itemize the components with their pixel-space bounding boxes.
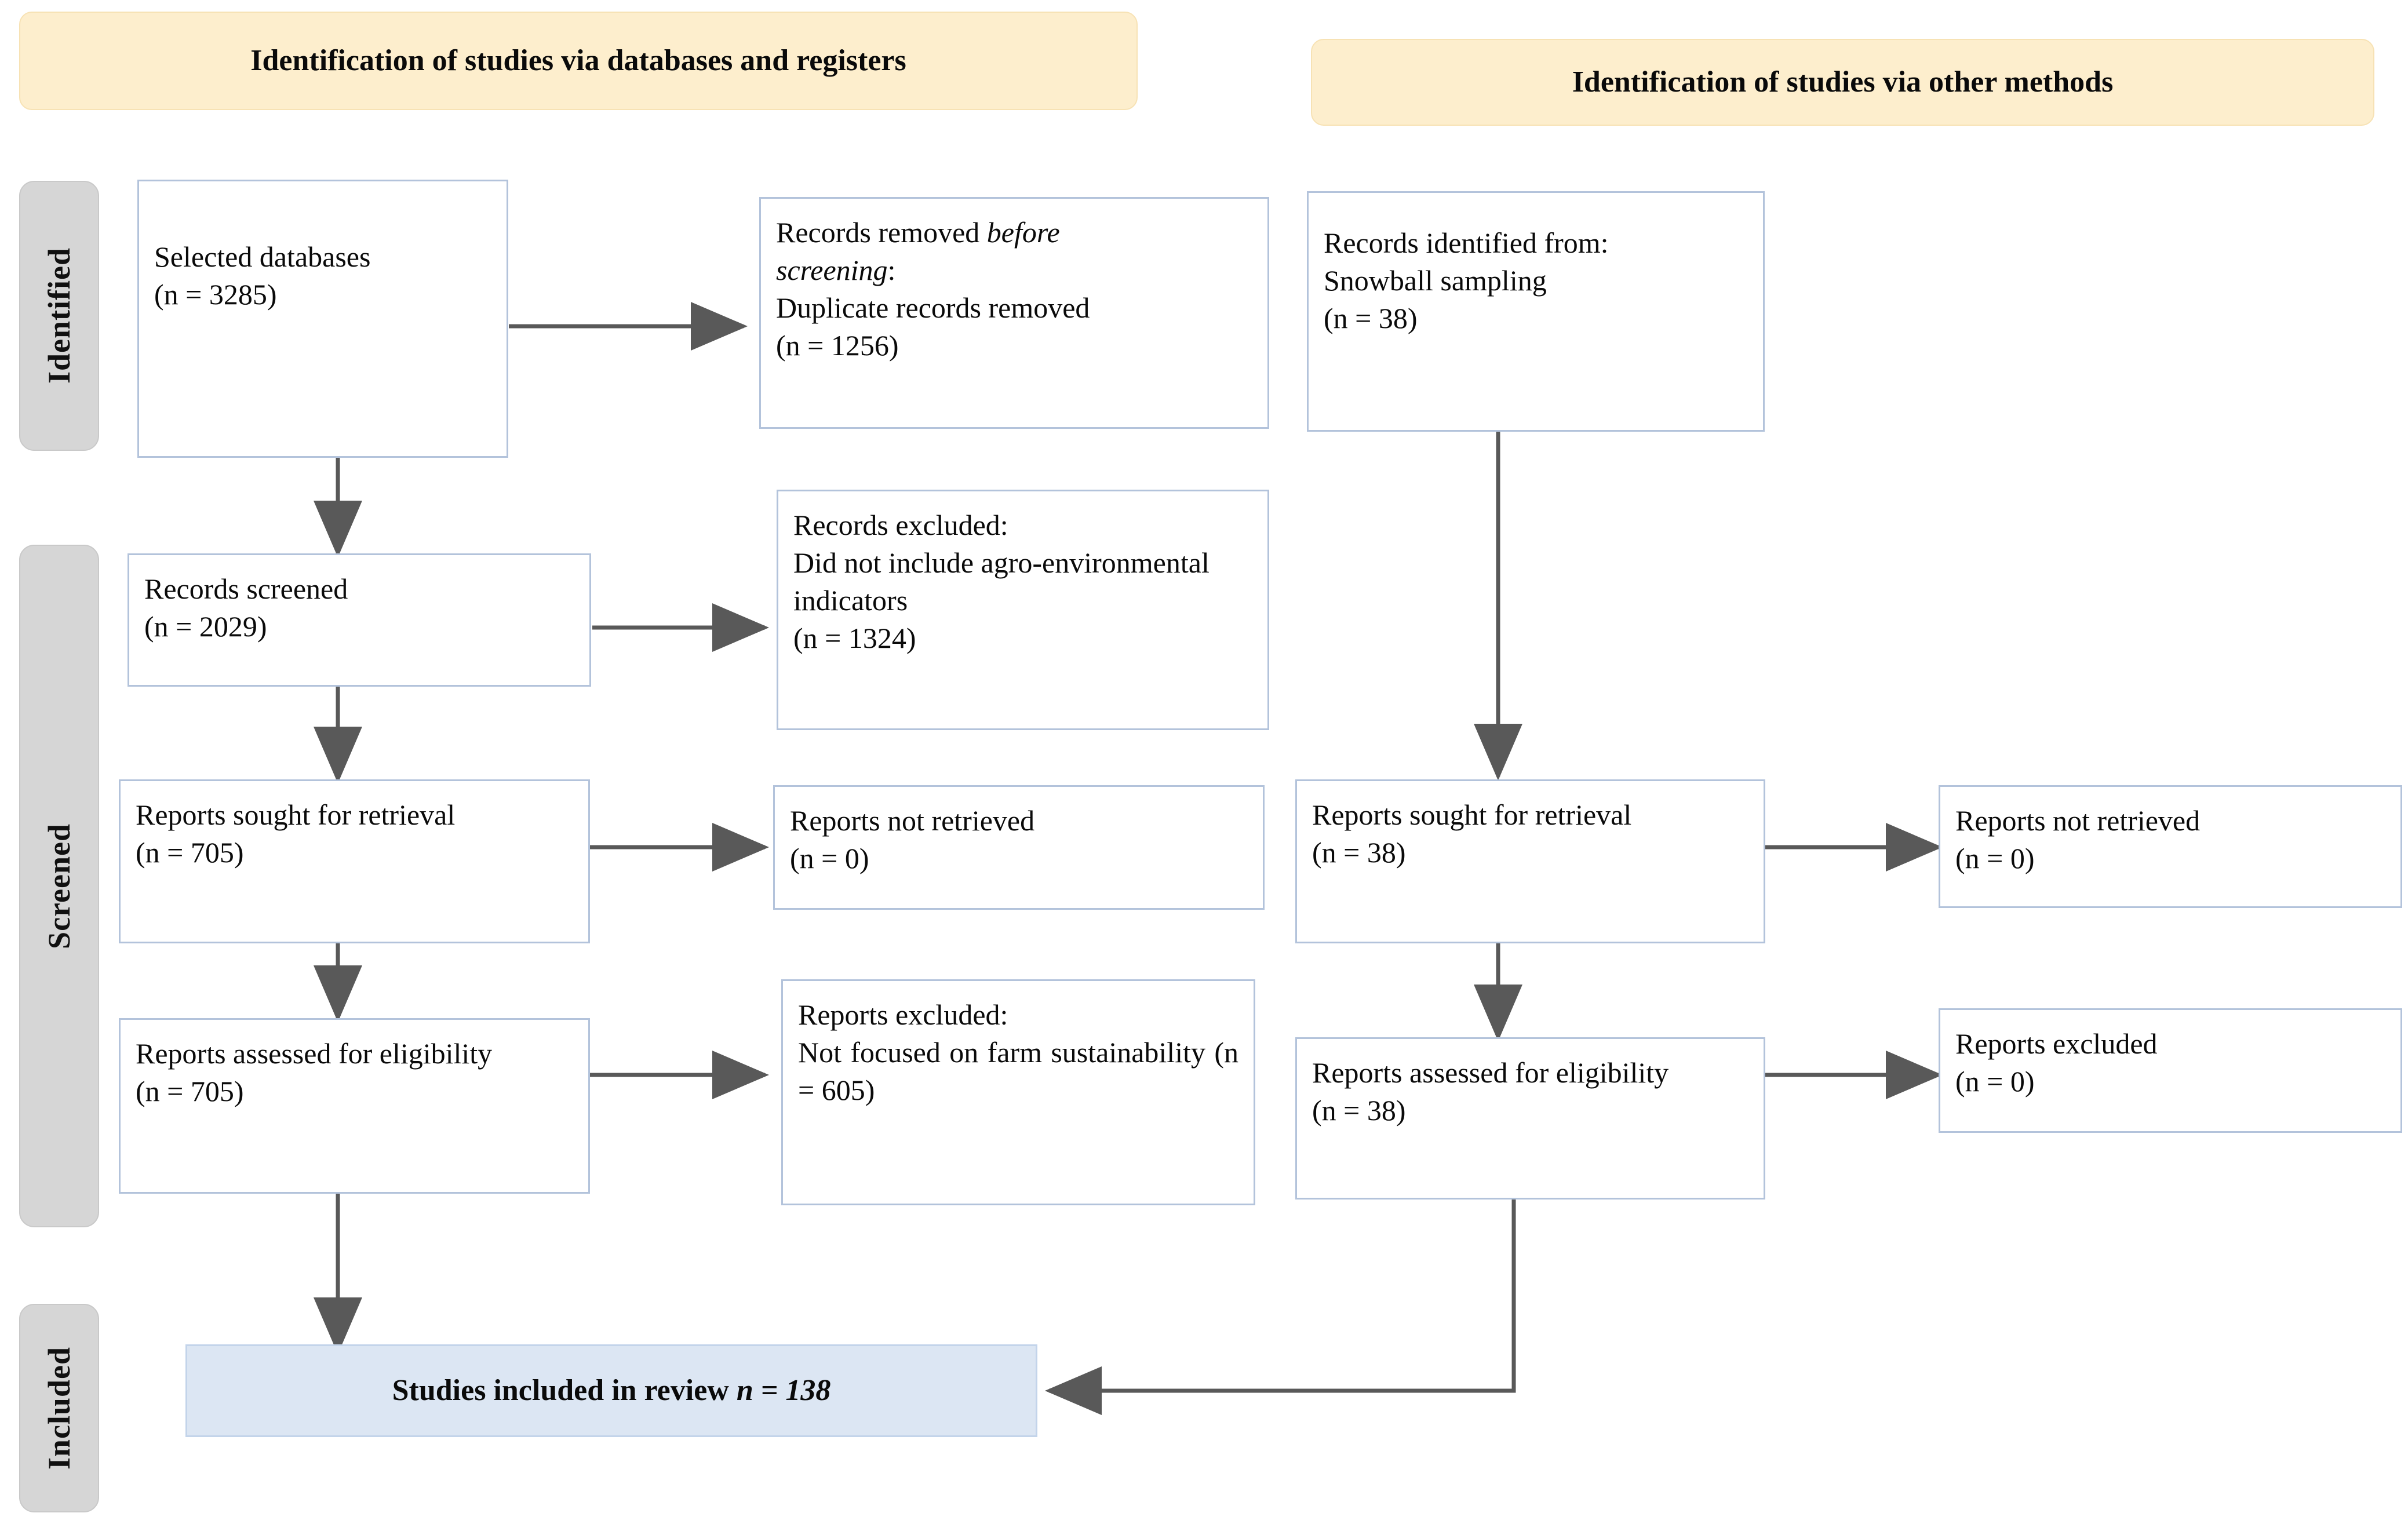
box-studies-included: Studies included in review n = 138 [185, 1344, 1037, 1437]
banner-databases-registers-label: Identification of studies via databases … [250, 44, 906, 78]
box-reports-assessed-right: Reports assessed for eligibility (n = 38… [1295, 1037, 1765, 1199]
records-identified-line3: (n = 38) [1324, 302, 1418, 334]
reports-sought-left-line1: Reports sought for retrieval [136, 799, 456, 831]
selected-databases-line1: Selected databases [154, 240, 371, 273]
reports-excluded-right-line1: Reports excluded [1955, 1027, 2158, 1060]
reports-sought-right-line1: Reports sought for retrieval [1312, 799, 1632, 831]
reports-sought-left-line2: (n = 705) [136, 836, 244, 869]
stage-badge-included: Included [19, 1304, 99, 1512]
stage-badge-screened: Screened [19, 545, 99, 1227]
stage-label-screened: Screened [42, 823, 76, 949]
box-reports-assessed-left: Reports assessed for eligibility (n = 70… [119, 1018, 590, 1194]
reports-not-retrieved-left-line1: Reports not retrieved [790, 804, 1035, 837]
records-excluded-line1: Records excluded: [793, 509, 1008, 541]
banner-databases-registers: Identification of studies via databases … [19, 12, 1138, 110]
records-removed-line2: screening: [776, 254, 896, 286]
reports-sought-right-line2: (n = 38) [1312, 836, 1406, 869]
box-records-excluded: Records excluded: Did not include agro-e… [777, 490, 1269, 730]
records-identified-line1: Records identified from: [1324, 227, 1609, 259]
box-reports-sought-right: Reports sought for retrieval (n = 38) [1295, 779, 1765, 943]
box-reports-not-retrieved-left: Reports not retrieved (n = 0) [773, 785, 1265, 910]
box-records-screened: Records screened (n = 2029) [127, 553, 591, 687]
banner-other-methods: Identification of studies via other meth… [1311, 39, 2374, 126]
studies-included-text: Studies included in review n = 138 [392, 1374, 831, 1408]
box-reports-sought-left: Reports sought for retrieval (n = 705) [119, 779, 590, 943]
box-reports-excluded-right: Reports excluded (n = 0) [1939, 1008, 2402, 1133]
records-screened-line1: Records screened [144, 573, 348, 605]
reports-not-retrieved-right-line1: Reports not retrieved [1955, 804, 2201, 837]
arrow-right-to-included [1045, 1199, 1516, 1415]
box-records-removed-before-screening: Records removed before screening: Duplic… [759, 197, 1269, 429]
reports-not-retrieved-right-line2: (n = 0) [1955, 842, 2035, 874]
records-identified-line2: Snowball sampling [1324, 264, 1547, 297]
selected-databases-line2: (n = 3285) [154, 278, 277, 311]
reports-excluded-left-line1: Reports excluded: [798, 998, 1008, 1031]
box-selected-databases: Selected databases (n = 3285) [137, 180, 508, 458]
box-reports-excluded-left: Reports excluded: Not focused on farm su… [781, 979, 1255, 1205]
reports-assessed-right-line1: Reports assessed for eligibility [1312, 1056, 1669, 1089]
reports-not-retrieved-left-line2: (n = 0) [790, 842, 869, 874]
records-excluded-line2: Did not include agro-environmental indic… [793, 546, 1210, 617]
records-removed-line1: Records removed before [776, 216, 1060, 249]
box-records-identified-other-methods: Records identified from: Snowball sampli… [1307, 191, 1765, 432]
reports-assessed-left-line1: Reports assessed for eligibility [136, 1037, 493, 1070]
records-removed-line4: (n = 1256) [776, 329, 899, 362]
stage-label-included: Included [42, 1346, 76, 1470]
stage-label-identified: Identified [42, 247, 76, 384]
records-removed-line3: Duplicate records removed [776, 291, 1090, 324]
stage-badge-identified: Identified [19, 181, 99, 451]
reports-assessed-left-line2: (n = 705) [136, 1075, 244, 1107]
reports-assessed-right-line2: (n = 38) [1312, 1094, 1406, 1126]
records-screened-line2: (n = 2029) [144, 610, 267, 643]
reports-excluded-left-line2: Not focused on farm sustainability (n = … [798, 1036, 1238, 1106]
reports-excluded-right-line2: (n = 0) [1955, 1065, 2035, 1098]
records-excluded-line3: (n = 1324) [793, 622, 916, 654]
box-reports-not-retrieved-right: Reports not retrieved (n = 0) [1939, 785, 2402, 908]
banner-other-methods-label: Identification of studies via other meth… [1572, 65, 2114, 99]
